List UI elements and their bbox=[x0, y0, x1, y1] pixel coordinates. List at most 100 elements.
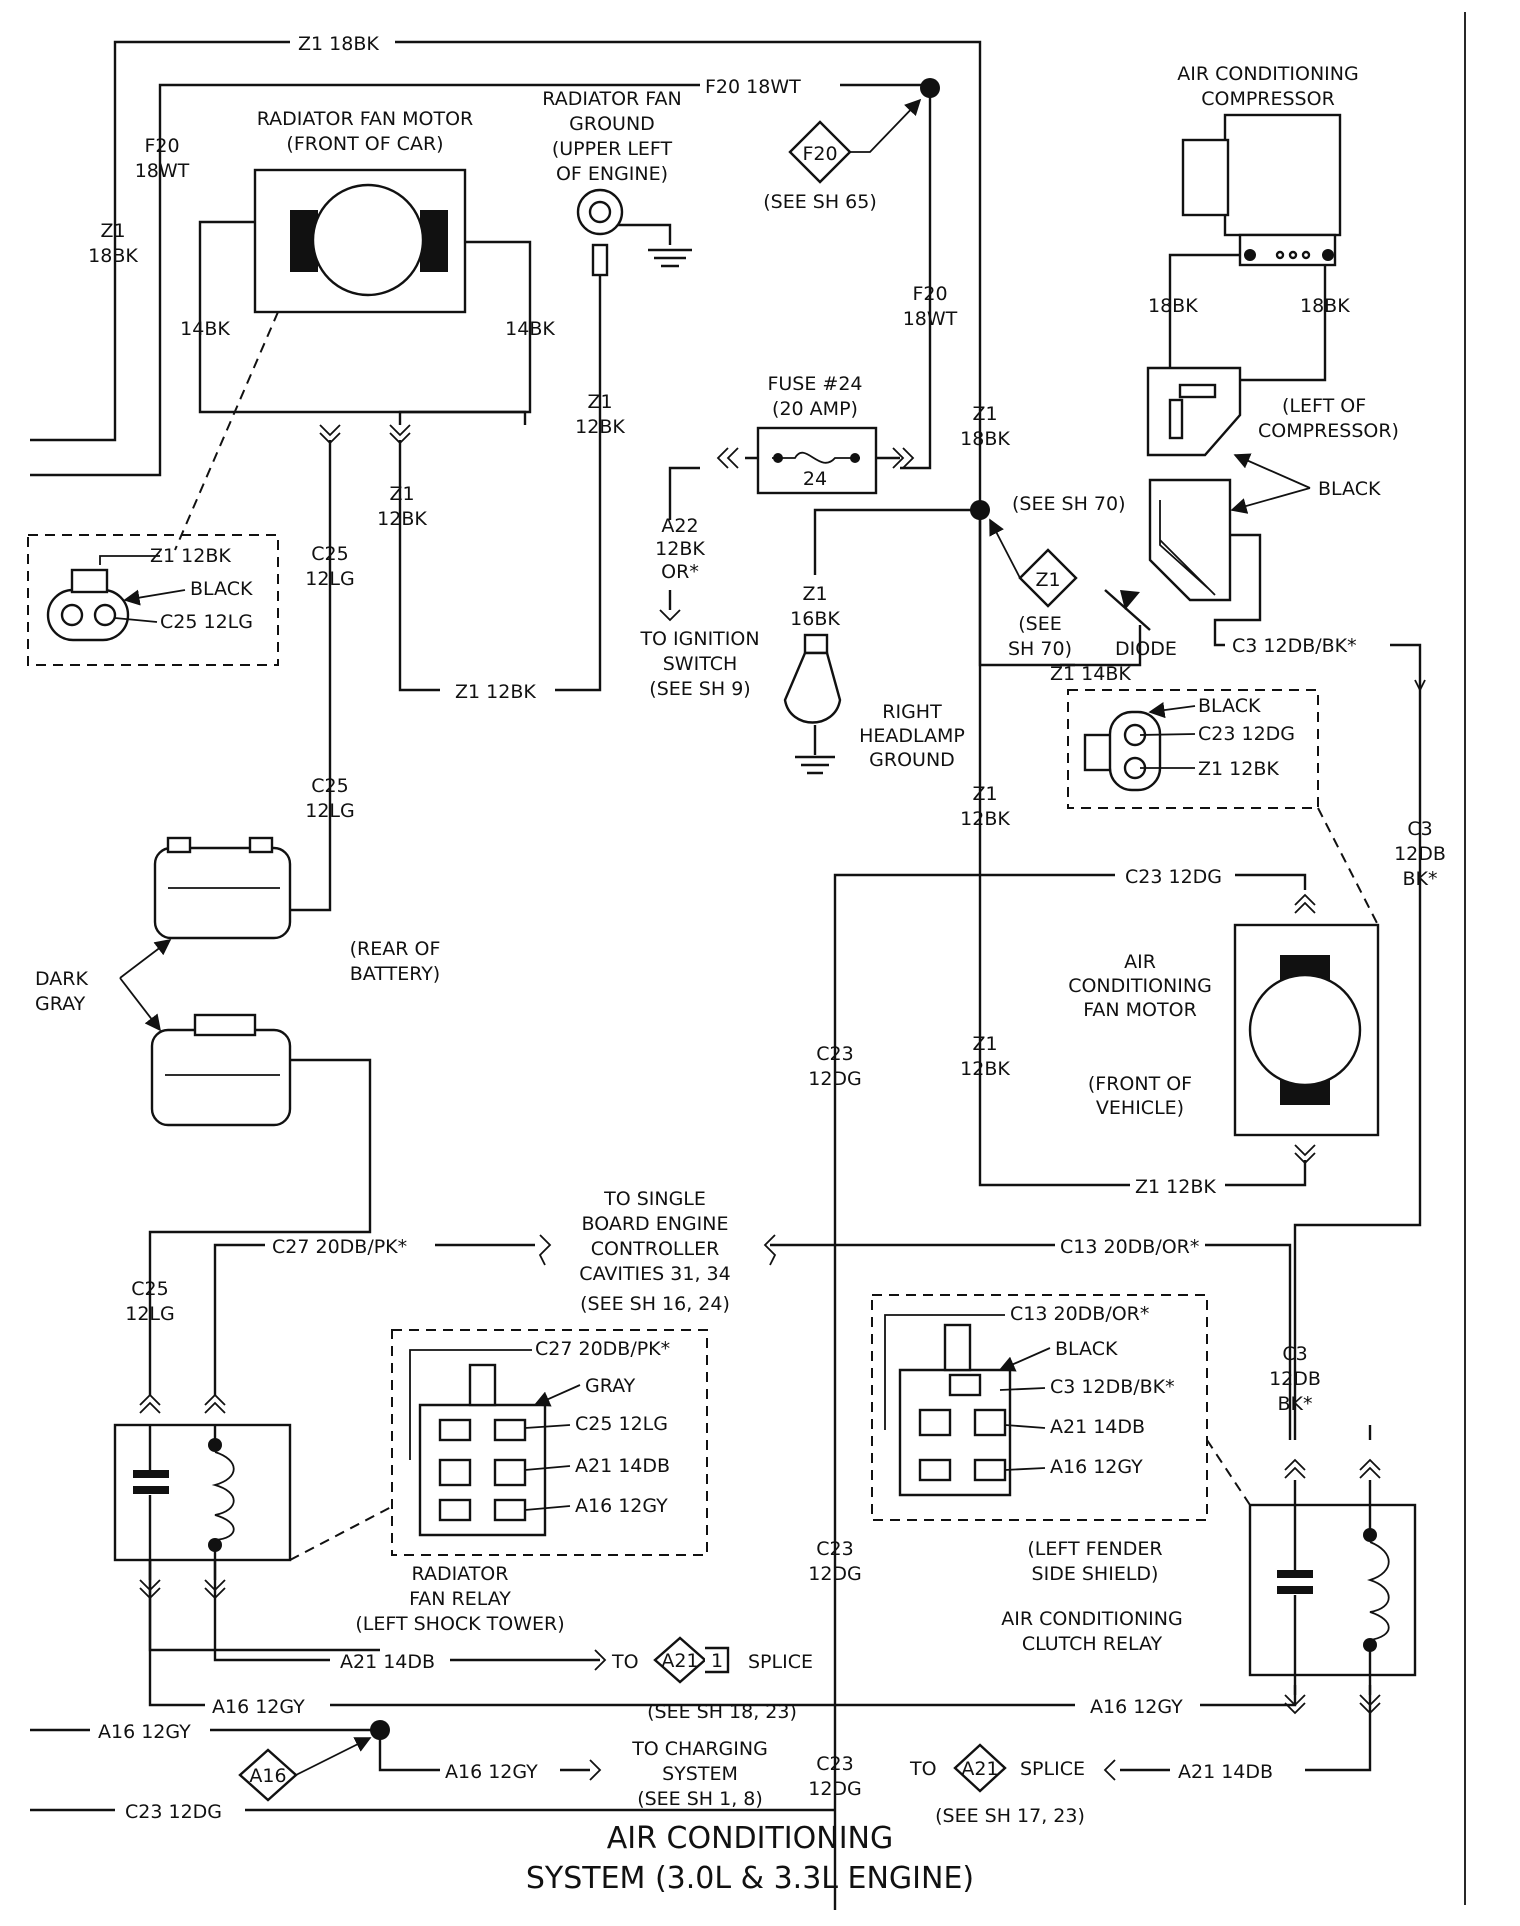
wire-c23-bottom: C23 12DG bbox=[125, 1801, 222, 1823]
label-ac-fan-3: FAN MOTOR bbox=[1083, 999, 1197, 1021]
splice-f20 bbox=[920, 78, 940, 98]
label-fuse-2: (20 AMP) bbox=[772, 398, 858, 420]
splice-a16 bbox=[370, 1720, 390, 1740]
connector-chevrons bbox=[139, 424, 1426, 1781]
label-to-ignition-1: TO IGNITION bbox=[639, 628, 759, 650]
label-rad-relay-1: RADIATOR bbox=[412, 1563, 509, 1585]
label-rad-ground-4: OF ENGINE) bbox=[556, 163, 668, 185]
splice-z1 bbox=[970, 500, 990, 520]
wire-a22-2: 12BK bbox=[655, 538, 705, 560]
label-to-ignition-3: (SEE SH 9) bbox=[649, 678, 750, 700]
clutch-conn-a21: A21 14DB bbox=[1050, 1416, 1145, 1438]
fuse-number: 24 bbox=[803, 468, 827, 490]
clutch-relay-connector-view bbox=[871, 1294, 1208, 1521]
wire-c23-v3-1: C23 bbox=[816, 1753, 853, 1775]
ac-compressor bbox=[1181, 113, 1342, 267]
wire-c25-1a: C25 bbox=[311, 543, 348, 565]
rad-relay-conn-c25: C25 12LG bbox=[575, 1413, 668, 1435]
label-dark-gray-1: DARK bbox=[35, 968, 88, 990]
label-diode: DIODE bbox=[1115, 638, 1177, 660]
rad-conn-z1: Z1 12BK bbox=[150, 545, 231, 567]
fuse-24 bbox=[756, 426, 878, 495]
wire-c23-v1-1: C23 bbox=[816, 1043, 853, 1065]
wire-f20-fuse-1: F20 bbox=[912, 283, 947, 305]
wire-c23-v3-2: 12DG bbox=[808, 1778, 862, 1800]
title-line-2: SYSTEM (3.0L & 3.3L ENGINE) bbox=[526, 1861, 974, 1896]
radiator-fan-motor bbox=[253, 168, 467, 314]
label-ac-compressor-2: COMPRESSOR bbox=[1201, 88, 1335, 110]
ref-see-sh-70-b-1: (SEE bbox=[1018, 613, 1061, 635]
label-rad-fan-motor-1: RADIATOR FAN MOTOR bbox=[257, 108, 474, 130]
wire-18bk-right: 18BK bbox=[1300, 295, 1350, 317]
diode bbox=[1104, 478, 1232, 631]
label-splice-to-2: TO bbox=[909, 1758, 937, 1780]
wire-z1-v1-1: Z1 bbox=[972, 783, 997, 805]
wire-z1-ground-2: 12BK bbox=[575, 416, 625, 438]
label-clutch-relay-2: CLUTCH RELAY bbox=[1022, 1633, 1163, 1655]
clutch-conn-c3: C3 12DB/BK* bbox=[1050, 1376, 1175, 1398]
ac-clutch-relay bbox=[1248, 1503, 1417, 1677]
label-sbec-4: CAVITIES 31, 34 bbox=[579, 1263, 730, 1285]
wire-c23-top: C23 12DG bbox=[1125, 866, 1222, 888]
rad-relay-conn-a21: A21 14DB bbox=[575, 1455, 670, 1477]
wire-a16-2: A16 12GY bbox=[98, 1721, 191, 1743]
wire-z1-18bk-v-2: 18BK bbox=[960, 428, 1010, 450]
wire-z1-v2-1: Z1 bbox=[972, 1033, 997, 1055]
wire-z1-v2-2: 12BK bbox=[960, 1058, 1010, 1080]
label-ac-fan-2: CONDITIONING bbox=[1068, 975, 1212, 997]
wire-z1-16bk-2: 16BK bbox=[790, 608, 840, 630]
label-headlamp-3: GROUND bbox=[869, 749, 955, 771]
wire-c27: C27 20DB/PK* bbox=[272, 1236, 407, 1258]
wire-a21-left: A21 14DB bbox=[340, 1651, 435, 1673]
label-headlamp-2: HEADLAMP bbox=[859, 725, 965, 747]
ac-conn-c23: C23 12DG bbox=[1198, 723, 1295, 745]
wire-c3-v2-2: 12DB bbox=[1269, 1368, 1321, 1390]
rad-relay-conn-c27: C27 20DB/PK* bbox=[535, 1338, 670, 1360]
ref-z1: Z1 bbox=[1035, 569, 1060, 591]
wire-a16-4: A16 12GY bbox=[445, 1761, 538, 1783]
battery-connector-upper bbox=[153, 836, 292, 940]
wire-c25-3b: 12LG bbox=[125, 1303, 175, 1325]
label-sbec-2: BOARD ENGINE bbox=[582, 1213, 729, 1235]
ref-a21-diamond-2 bbox=[953, 1743, 1007, 1793]
wire-z1-v1-2: 12BK bbox=[960, 808, 1010, 830]
ref-a21-2: A21 bbox=[961, 1758, 998, 1780]
ref-a16-diamond bbox=[238, 1737, 372, 1802]
label-to-charging-2: SYSTEM bbox=[662, 1763, 738, 1785]
rad-relay-connector-view bbox=[391, 1329, 708, 1556]
label-dark-gray-2: GRAY bbox=[35, 993, 86, 1015]
wire-c25-2b: 12LG bbox=[305, 800, 355, 822]
wire-z1-12bk-mid-1: Z1 bbox=[389, 483, 414, 505]
ref-see-sh-65: (SEE SH 65) bbox=[763, 191, 877, 213]
label-rad-relay-2: FAN RELAY bbox=[409, 1588, 511, 1610]
wire-a21-right: A21 14DB bbox=[1178, 1761, 1273, 1783]
wire-labels: Z1 18BK F20 18WT F20 18WT Z1 18BK 14BK 1… bbox=[88, 33, 1446, 1823]
label-splice-to-1: TO bbox=[611, 1651, 639, 1673]
title-line-1: AIR CONDITIONING bbox=[607, 1821, 893, 1856]
clutch-conn-a16: A16 12GY bbox=[1050, 1456, 1143, 1478]
wire-c25-2a: C25 bbox=[311, 775, 348, 797]
label-splice-1: SPLICE bbox=[748, 1651, 813, 1673]
wire-c3-v2-1: C3 bbox=[1282, 1343, 1307, 1365]
label-left-fender-1: (LEFT FENDER bbox=[1027, 1538, 1162, 1560]
wire-14bk-left: 14BK bbox=[180, 318, 230, 340]
label-to-ignition-2: SWITCH bbox=[663, 653, 738, 675]
wire-c23-v2-2: 12DG bbox=[808, 1563, 862, 1585]
wire-z1-fanlow: Z1 12BK bbox=[1135, 1176, 1216, 1198]
label-clutch-relay-1: AIR CONDITIONING bbox=[1001, 1608, 1182, 1630]
wire-c3-v2-3: BK* bbox=[1278, 1393, 1313, 1415]
ac-fan-motor bbox=[1233, 923, 1380, 1137]
label-rear-battery-2: BATTERY) bbox=[350, 963, 440, 985]
wire-c13: C13 20DB/OR* bbox=[1060, 1236, 1199, 1258]
wire-z1-18bk-v-1: Z1 bbox=[972, 403, 997, 425]
ref-f20: F20 bbox=[802, 143, 837, 165]
label-fuse-1: FUSE #24 bbox=[767, 373, 862, 395]
rad-relay-conn-gray: GRAY bbox=[585, 1375, 636, 1397]
label-compressor-black: BLACK bbox=[1318, 478, 1381, 500]
wire-a22-1: A22 bbox=[661, 515, 698, 537]
right-headlamp-ground bbox=[783, 633, 842, 775]
label-ac-fan-1: AIR bbox=[1124, 951, 1156, 973]
ref-a21-diamond-1 bbox=[653, 1636, 730, 1684]
label-rad-relay-3: (LEFT SHOCK TOWER) bbox=[355, 1613, 564, 1635]
wire-a22-3: OR* bbox=[661, 561, 699, 583]
